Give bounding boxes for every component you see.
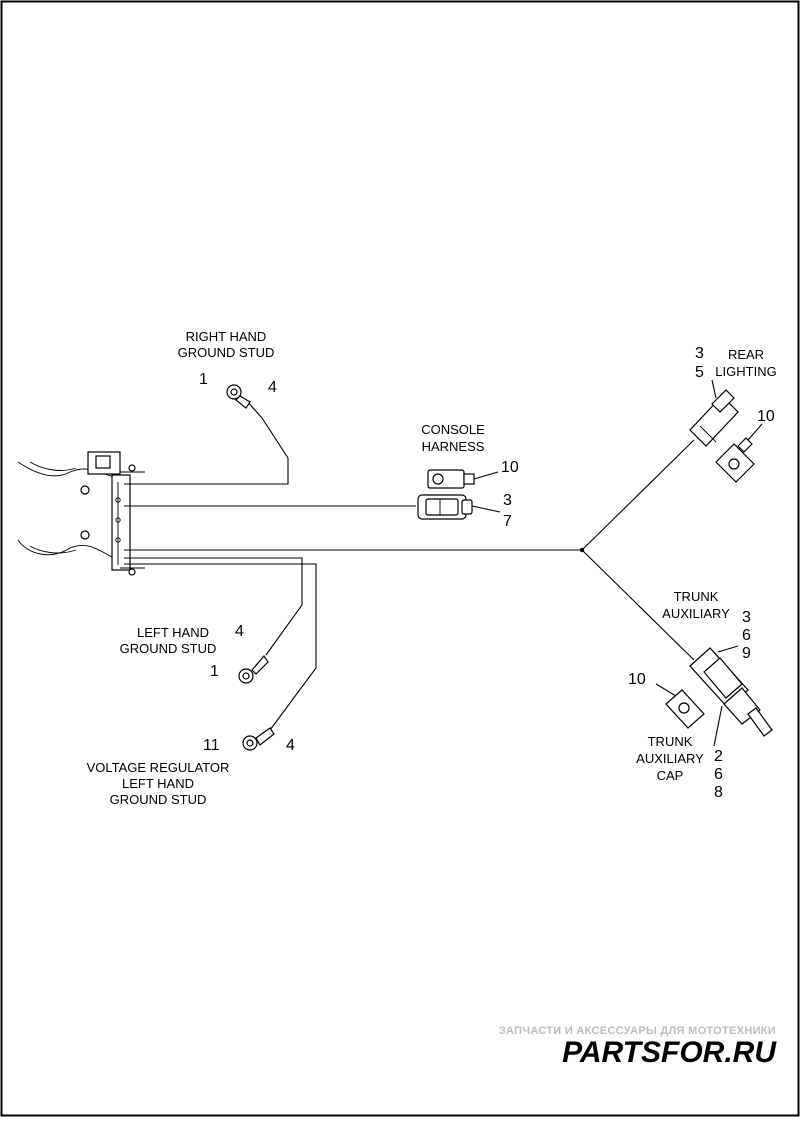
trunk-auxiliary-cap-label-1: TRUNK — [648, 734, 693, 749]
vr-ground-stud-label-2: LEFT HAND — [122, 776, 194, 791]
trunk-auxiliary-cap-label-3: CAP — [657, 768, 684, 783]
watermark: ЗАПЧАСТИ И АКСЕССУАРЫ ДЛЯ МОТОТЕХНИКИ PA… — [499, 1025, 777, 1069]
callout-trunk-connector-2: 6 — [742, 627, 751, 644]
console-connector — [417, 494, 501, 520]
callout-trunk-cap-3: 8 — [714, 784, 723, 801]
rh-ground-stud-label-1: RIGHT HAND — [186, 329, 267, 344]
frame-hole — [80, 485, 90, 495]
console-harness-label-1: CONSOLE — [421, 422, 485, 437]
trunk-cap-leader — [713, 705, 723, 747]
harness-wires — [124, 399, 695, 731]
vr-ground-stud-label-3: GROUND STUD — [110, 792, 207, 807]
rh-ground-stud-label-2: GROUND STUD — [178, 345, 275, 360]
trunk-auxiliary-cap-label-2: AUXILIARY — [636, 751, 704, 766]
callout-lh-wire: 4 — [235, 623, 244, 640]
lh-ground-ring-terminal — [238, 655, 269, 684]
watermark-brand: PARTSFOR.RU — [562, 1036, 777, 1069]
frame-clip-inner — [95, 455, 111, 469]
callout-lh-ring: 1 — [210, 663, 219, 680]
rear-lighting-label-2: LIGHTING — [715, 364, 776, 379]
lh-ground-stud-label-1: LEFT HAND — [137, 625, 209, 640]
trunk-auxiliary-connector — [689, 645, 773, 737]
callout-vr-ring: 11 — [203, 737, 220, 754]
callout-rear-connector-2: 5 — [695, 364, 704, 381]
vr-ground-ring-terminal — [242, 727, 275, 751]
rear-lighting-connector — [689, 379, 739, 447]
vr-ground-stud-label-1: VOLTAGE REGULATOR — [87, 760, 230, 775]
console-cap — [427, 469, 499, 489]
rear-lighting-label-1: REAR — [728, 347, 764, 362]
frame-bolt — [128, 464, 136, 472]
frame-bolt — [128, 568, 136, 576]
callout-trunk-cap-2: 6 — [714, 766, 723, 783]
callout-console-connector-1: 3 — [503, 492, 512, 509]
rear-lighting-cap — [715, 423, 763, 483]
frame-plate — [111, 474, 131, 571]
callout-rh-ring: 1 — [199, 371, 208, 388]
watermark-brand-right: FOR.RU — [661, 1036, 777, 1069]
trunk-auxiliary-cap-left — [655, 683, 705, 729]
callout-trunk-cap-left: 10 — [628, 671, 646, 688]
watermark-tagline: ЗАПЧАСТИ И АКСЕССУАРЫ ДЛЯ МОТОТЕХНИКИ — [499, 1025, 776, 1037]
callout-console-connector-2: 7 — [503, 513, 512, 530]
trunk-auxiliary-label-2: AUXILIARY — [662, 606, 730, 621]
callout-vr-wire: 4 — [286, 737, 295, 754]
rh-ground-ring-terminal — [226, 384, 251, 409]
callout-console-cap: 10 — [501, 459, 519, 476]
callout-trunk-connector-1: 3 — [742, 609, 751, 626]
callout-trunk-connector-3: 9 — [742, 645, 751, 662]
lh-ground-stud-label-2: GROUND STUD — [120, 641, 217, 656]
callout-trunk-cap-1: 2 — [714, 748, 723, 765]
callout-rear-connector-1: 3 — [695, 345, 704, 362]
console-harness-label-2: HARNESS — [422, 439, 485, 454]
watermark-brand-left: PARTS — [562, 1036, 661, 1069]
frame-hole — [80, 530, 90, 540]
callout-rear-cap: 10 — [757, 408, 775, 425]
callout-rh-wire: 4 — [268, 379, 277, 396]
trunk-auxiliary-label-1: TRUNK — [674, 589, 719, 604]
frame-bracket — [17, 451, 145, 576]
